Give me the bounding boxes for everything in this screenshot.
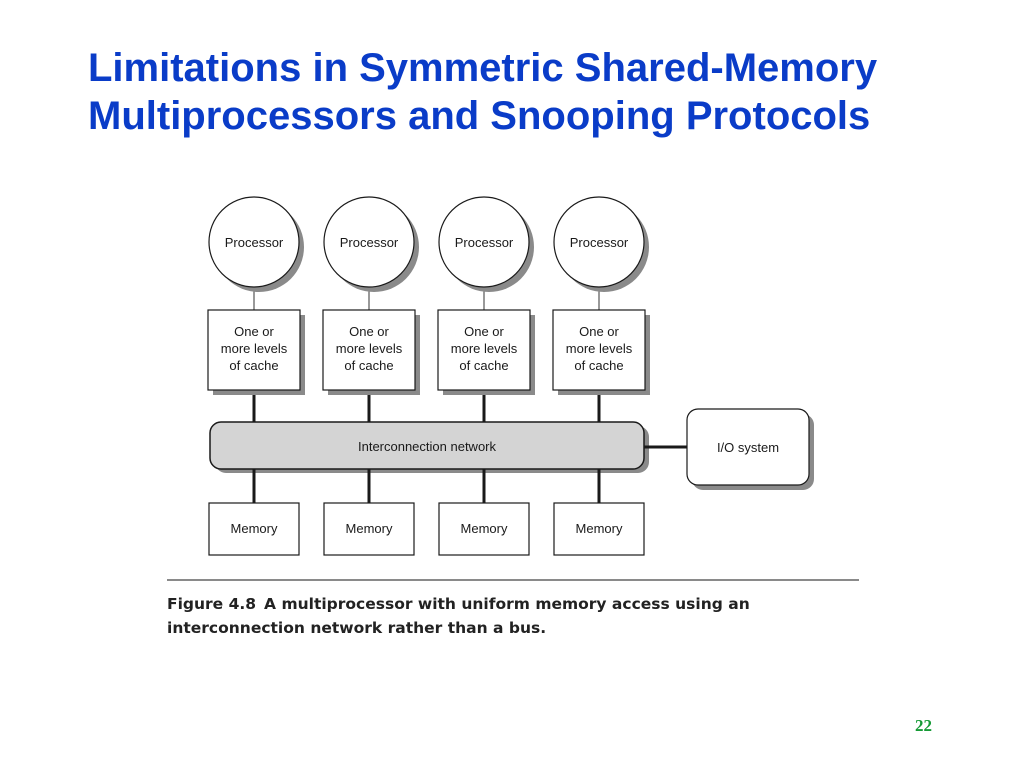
processor-circle <box>438 196 530 288</box>
processor-label: Processor <box>225 235 284 250</box>
io-system-box <box>686 408 810 486</box>
cache-label-line: of cache <box>229 358 278 373</box>
figure-label: Figure 4.8 <box>167 595 257 613</box>
memory-box <box>323 502 415 556</box>
cache-box <box>552 309 646 391</box>
cache-label-line: One or <box>579 324 619 339</box>
slide-title: Limitations in Symmetric Shared-Memory M… <box>88 44 1008 140</box>
cache-label-line: of cache <box>574 358 623 373</box>
processor-label: Processor <box>340 235 399 250</box>
cache-box <box>437 309 531 391</box>
processor-label: Processor <box>455 235 514 250</box>
cache-label-line: more levels <box>336 341 403 356</box>
io-system-label: I/O system <box>717 440 779 455</box>
cache-label-line: One or <box>464 324 504 339</box>
memory-label: Memory <box>461 521 508 536</box>
memory-label: Memory <box>346 521 393 536</box>
memory-label: Memory <box>231 521 278 536</box>
processor-label: Processor <box>570 235 629 250</box>
cache-box <box>322 309 416 391</box>
cache-label-line: One or <box>349 324 389 339</box>
cache-label-line: more levels <box>221 341 288 356</box>
slide-title-line-1: Limitations in Symmetric Shared-Memory <box>88 46 878 90</box>
slide-title-line-2: Multiprocessors and Snooping Protocols <box>88 94 871 138</box>
memory-box <box>438 502 530 556</box>
memory-box <box>208 502 300 556</box>
cache-label-line: One or <box>234 324 274 339</box>
memory-box <box>553 502 645 556</box>
processor-circle <box>208 196 300 288</box>
slide-number: 22 <box>915 716 932 735</box>
cache-box <box>207 309 301 391</box>
processor-circle <box>323 196 415 288</box>
interconnection-network-label: Interconnection network <box>358 439 497 454</box>
figure-caption-text: A multiprocessor with uniform memory acc… <box>167 595 750 637</box>
cache-label-line: of cache <box>344 358 393 373</box>
memory-label: Memory <box>576 521 623 536</box>
cache-label-line: more levels <box>566 341 633 356</box>
cache-label-line: more levels <box>451 341 518 356</box>
processor-circle <box>553 196 645 288</box>
cache-label-line: of cache <box>459 358 508 373</box>
